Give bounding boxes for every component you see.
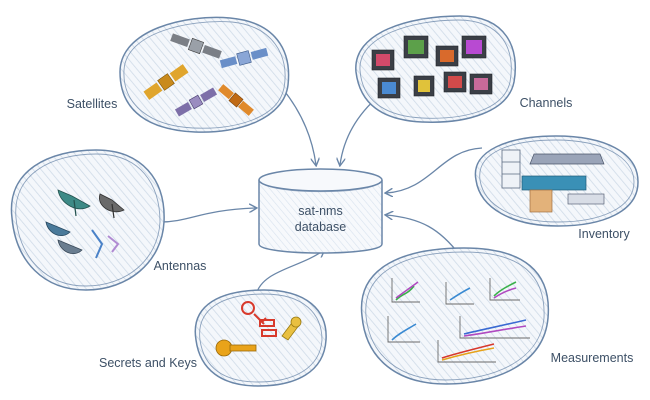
channels-label: Channels — [520, 96, 573, 110]
equipment-icon — [521, 153, 605, 213]
inventory-label: Inventory — [578, 227, 630, 241]
connector-satellites — [281, 87, 316, 165]
connector-secrets — [255, 250, 324, 296]
node-antennas[interactable]: Antennas — [10, 149, 207, 291]
node-channels[interactable]: Channels — [355, 15, 573, 123]
antennas-label: Antennas — [154, 259, 207, 273]
connector-inventory — [386, 147, 483, 193]
database-label-line2: database — [295, 220, 346, 234]
satellites-label: Satellites — [67, 97, 118, 111]
database-node[interactable]: sat-nms database — [258, 168, 383, 254]
database-label-line1: sat-nms — [298, 204, 342, 218]
database-top — [258, 168, 383, 192]
satellite-icon — [143, 64, 189, 100]
node-satellites[interactable]: Satellites — [67, 16, 290, 133]
chart-thumbnail-icon — [387, 278, 530, 363]
measurements-bubble — [360, 247, 550, 385]
satellite-icon — [219, 47, 269, 69]
node-measurements[interactable]: Measurements — [360, 247, 634, 385]
satellite-icon — [170, 33, 222, 59]
secrets-bubble — [194, 289, 327, 387]
measurements-label: Measurements — [551, 351, 634, 365]
node-inventory[interactable]: Inventory — [474, 135, 639, 241]
server-rack-icon — [501, 149, 521, 189]
antenna-icon — [45, 189, 125, 259]
node-secrets[interactable]: Secrets and Keys — [99, 289, 327, 387]
connector-antennas — [159, 208, 256, 223]
satellite-icon — [218, 84, 254, 116]
satellites-bubble — [119, 16, 290, 133]
satellite-icon — [174, 87, 218, 117]
antennas-bubble — [10, 149, 165, 291]
key-icon — [215, 301, 302, 357]
secrets-label: Secrets and Keys — [99, 356, 197, 370]
database-cylinder — [258, 180, 383, 254]
